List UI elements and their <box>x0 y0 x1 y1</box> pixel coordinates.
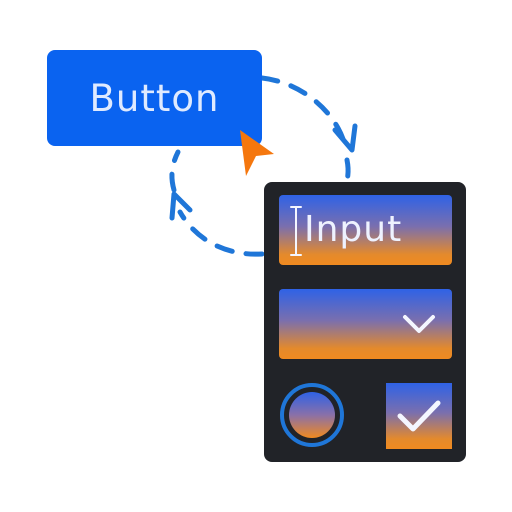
mouse-pointer-icon <box>240 130 274 176</box>
form-controls-panel: Input <box>264 182 466 462</box>
dropdown-select[interactable] <box>279 289 452 359</box>
text-input-value: Input <box>304 209 403 250</box>
button-label: Button <box>89 76 220 120</box>
chevron-down-icon <box>403 315 435 333</box>
button-widget[interactable]: Button <box>47 50 262 146</box>
checkbox[interactable] <box>386 383 452 449</box>
text-cursor-icon <box>290 206 302 256</box>
radio-button[interactable] <box>278 381 346 449</box>
checkmark-icon <box>397 400 441 432</box>
text-input-field[interactable]: Input <box>279 195 452 265</box>
